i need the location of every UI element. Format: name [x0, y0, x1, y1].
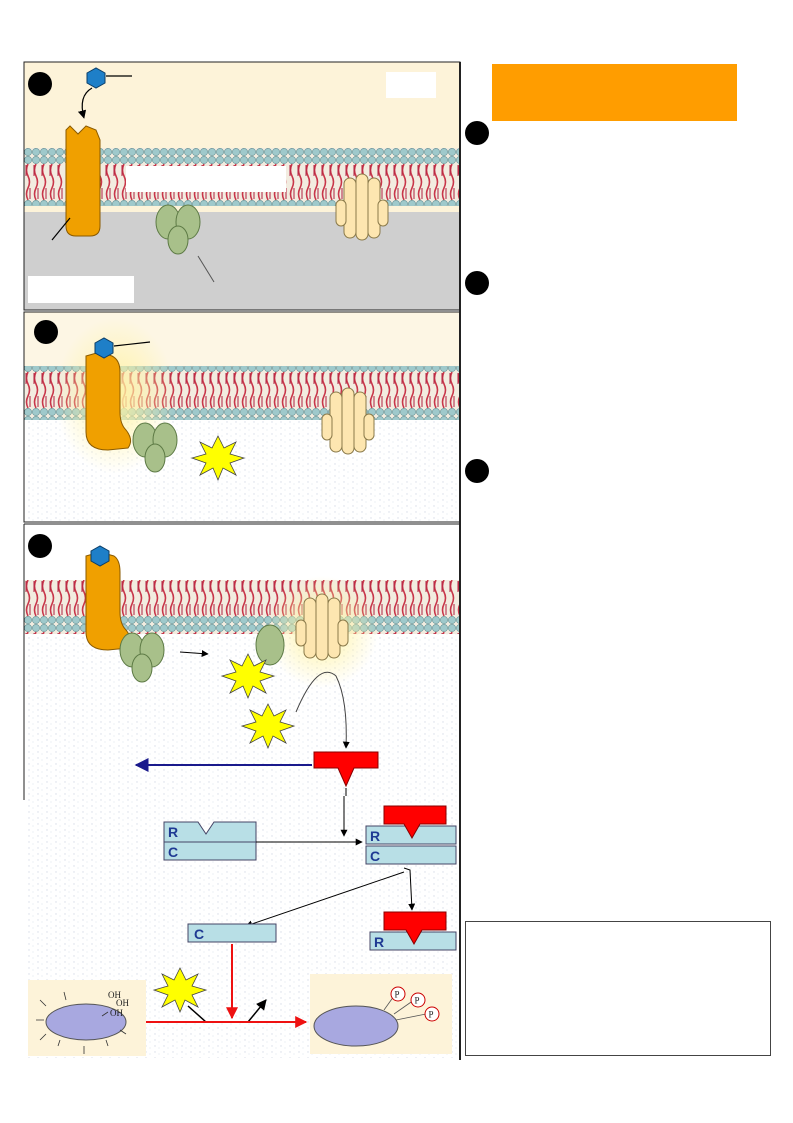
svg-text:R: R [370, 828, 380, 844]
adenylyl-cyclase-2 [321, 387, 375, 455]
ligand-hexagon [86, 67, 106, 89]
svg-text:P: P [415, 996, 420, 1006]
regulatory-camp: R [369, 911, 457, 951]
panel-ligand-binding [23, 311, 461, 523]
svg-text:R: R [168, 824, 178, 840]
svg-text:C: C [168, 844, 178, 860]
panel-resting-state [23, 61, 461, 311]
label-box-extracellular [386, 72, 436, 98]
receptor-3 [85, 551, 132, 651]
step-marker-right-1 [465, 121, 489, 145]
step-marker-3 [28, 534, 52, 558]
legend-box [465, 921, 771, 1056]
substrate-protein: OH OH OH [28, 980, 146, 1056]
label-box-cytoplasm [28, 276, 134, 303]
phosphorylated-protein: P P P [310, 974, 452, 1054]
panel-camp-production [23, 523, 460, 812]
svg-text:P: P [395, 990, 400, 1000]
step-marker-right-3 [465, 459, 489, 483]
receptor-bound [85, 351, 132, 451]
svg-text:P: P [429, 1010, 434, 1020]
step-marker-2 [34, 320, 58, 344]
camp [313, 751, 379, 788]
ligand-hexagon-3 [90, 545, 110, 567]
step-marker-right-2 [465, 271, 489, 295]
label-box-membrane [126, 166, 286, 192]
adenylyl-cyclase [335, 173, 389, 241]
svg-text:OH: OH [108, 990, 121, 1000]
catalytic-free: C [187, 923, 277, 943]
adenylyl-cyclase-active [295, 593, 349, 661]
ligand-hexagon-bound [94, 337, 114, 359]
svg-text:OH: OH [110, 1008, 123, 1018]
panel-pka-activation: R C R C R C [28, 796, 460, 1058]
svg-text:OH: OH [116, 998, 129, 1008]
svg-text:C: C [370, 848, 380, 864]
svg-text:C: C [194, 926, 204, 942]
svg-text:R: R [374, 934, 384, 950]
header-box [492, 64, 737, 121]
pka-camp-bound: R C [365, 805, 457, 865]
receptor [65, 125, 101, 237]
step-marker-1 [28, 72, 52, 96]
g-alpha-subunit [255, 624, 285, 666]
pka-inactive: R C [163, 821, 257, 861]
